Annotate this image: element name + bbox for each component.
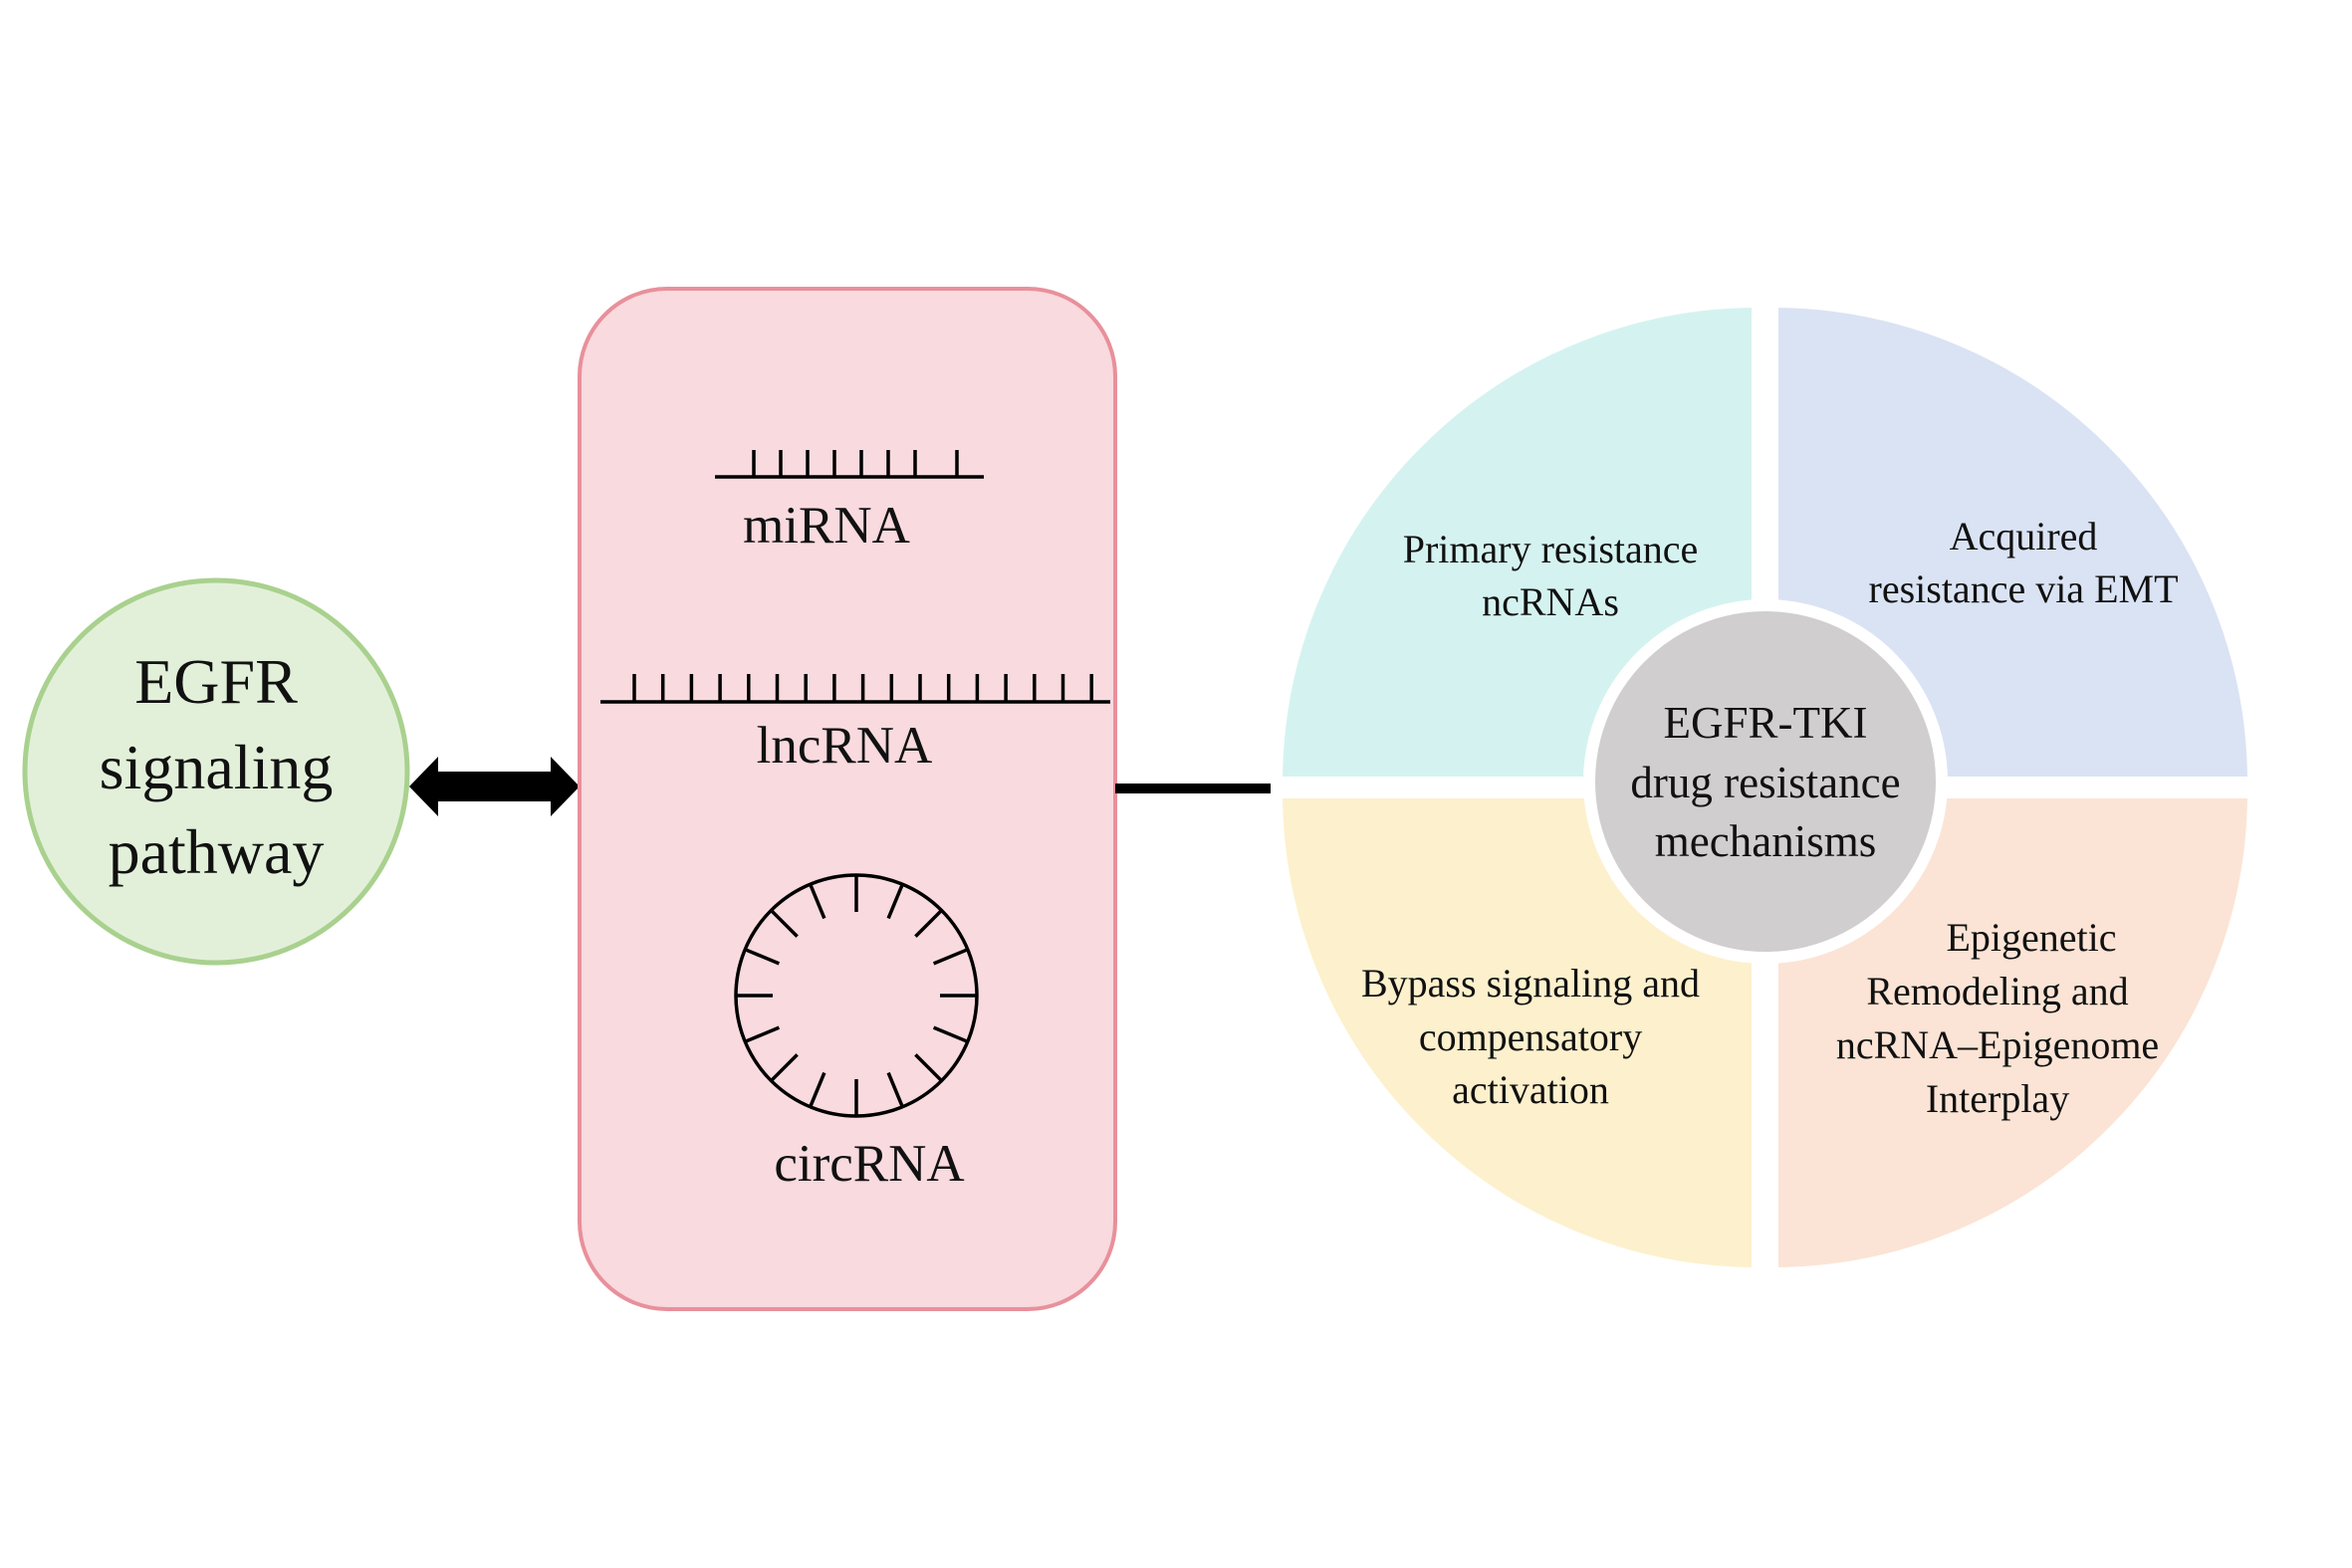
ncrna-panel-box xyxy=(578,287,1117,1311)
circrna-tick xyxy=(744,948,781,966)
mirna-label: miRNA xyxy=(743,497,910,555)
circrna-tick xyxy=(914,909,943,938)
acquired-line-1: Acquired xyxy=(1950,514,2098,559)
quadrant-epigenetic-remodeling xyxy=(1766,786,2260,1280)
circrna-tick xyxy=(744,1025,781,1043)
primary-line-1: Primary resistance xyxy=(1403,527,1699,571)
quadrant-bypass-signaling xyxy=(1270,786,1764,1280)
epigenetic-line-1: Epigenetic xyxy=(1946,915,2116,960)
primary-line-2: ncRNAs xyxy=(1482,579,1619,624)
lncrna-label: lncRNA xyxy=(757,717,933,775)
circrna-tick xyxy=(932,948,969,966)
circrna-tick xyxy=(770,1053,799,1082)
double-arrow-icon xyxy=(409,757,580,816)
circrna-tick xyxy=(770,909,799,938)
center-circle xyxy=(1583,599,1948,964)
egfr-circle xyxy=(22,577,410,966)
circrna-tick xyxy=(932,1025,969,1043)
mechanisms-wheel: Primary resistance ncRNAs Acquired resis… xyxy=(1270,295,2260,1280)
lncrna-icon xyxy=(600,674,1110,704)
bypass-line-1: Bypass signaling and xyxy=(1361,961,1700,1006)
circrna-icon xyxy=(734,873,979,1118)
egfr-node: EGFR signaling pathway xyxy=(22,577,410,966)
circrna-tick xyxy=(886,883,904,920)
circrna-tick xyxy=(809,1071,826,1108)
egfr-label-line-2: signaling xyxy=(100,732,334,802)
bidirectional-arrow xyxy=(409,757,580,816)
center-line-1: EGFR-TKI xyxy=(1664,698,1868,748)
center-line-2: drug resistance xyxy=(1630,758,1900,807)
ncrna-panel: miRNA lncRNA circRNA xyxy=(578,287,1117,1311)
epigenetic-line-4: Interplay xyxy=(1926,1076,2069,1121)
acquired-line-2: resistance via EMT xyxy=(1869,566,2179,611)
egfr-label-line-1: EGFR xyxy=(134,646,298,717)
circrna-tick xyxy=(886,1071,904,1108)
egfr-label-line-3: pathway xyxy=(109,816,325,887)
bypass-line-2: compensatory xyxy=(1419,1014,1642,1059)
circrna-tick xyxy=(914,1053,943,1082)
circrna-label: circRNA xyxy=(774,1135,964,1193)
bypass-line-3: activation xyxy=(1452,1067,1609,1112)
epigenetic-line-3: ncRNA–Epigenome xyxy=(1836,1022,2159,1067)
circrna-tick xyxy=(809,883,826,920)
epigenetic-line-2: Remodeling and xyxy=(1866,969,2128,1013)
mirna-icon xyxy=(715,450,984,479)
center-line-3: mechanisms xyxy=(1655,816,1876,866)
